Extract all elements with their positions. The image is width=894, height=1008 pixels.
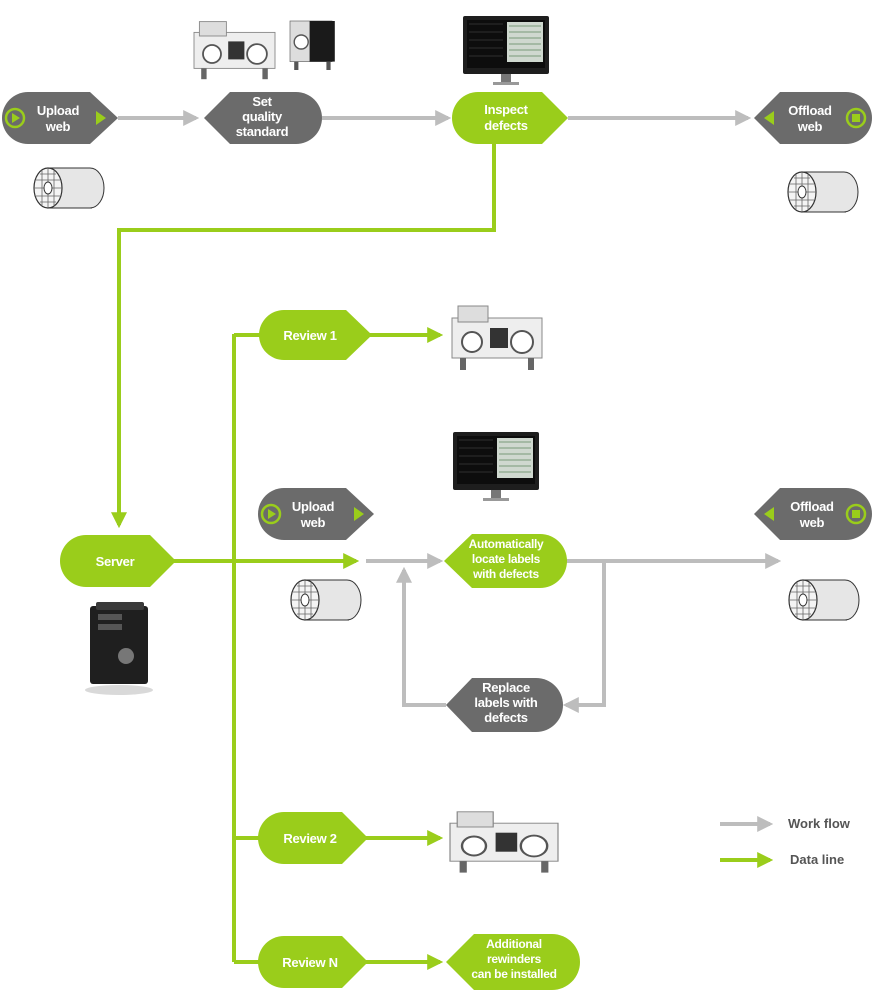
node-review-2: Review 2: [258, 812, 368, 864]
play-icon-mid: [260, 503, 282, 525]
flow-replace-to-locate: [396, 566, 446, 707]
node-server: Server: [60, 535, 176, 587]
review-machine-image-2: [448, 810, 560, 874]
inspection-machines-image: [193, 20, 335, 81]
forward-arrow-icon: [96, 111, 106, 125]
server-tower-image: [85, 602, 153, 695]
legend: Work flow Data line: [720, 816, 851, 868]
stop-icon-mid: [845, 503, 867, 525]
monitor-image-mid: [452, 431, 540, 502]
data-line-inspect-to-server: [111, 140, 496, 529]
play-icon: [4, 107, 26, 129]
data-lines: [111, 140, 496, 970]
review-2-label: Review 2: [283, 831, 336, 846]
work-flow-lines: [118, 110, 782, 713]
forward-arrow-icon-mid: [354, 507, 364, 521]
monitor-image-top: [462, 15, 550, 86]
back-arrow-icon: [764, 111, 774, 125]
back-arrow-icon-mid: [764, 507, 774, 521]
equipment-images: [33, 15, 860, 874]
review-n-label: Review N: [282, 955, 337, 970]
web-roll-icon-2: [787, 171, 859, 213]
node-review-1: Review 1: [259, 310, 372, 360]
web-roll-icon-3: [290, 579, 362, 621]
review-1-label: Review 1: [283, 328, 336, 343]
review-machine-image-1: [451, 305, 543, 371]
server-label: Server: [96, 554, 135, 569]
web-roll-icon-1: [33, 167, 105, 209]
node-review-n: Review N: [258, 936, 368, 988]
legend-work-flow-label: Work flow: [788, 816, 851, 831]
flow-locate-to-replace: [562, 561, 606, 713]
web-roll-icon-4: [788, 579, 860, 621]
stop-icon: [845, 107, 867, 129]
legend-data-line-label: Data line: [790, 852, 844, 867]
